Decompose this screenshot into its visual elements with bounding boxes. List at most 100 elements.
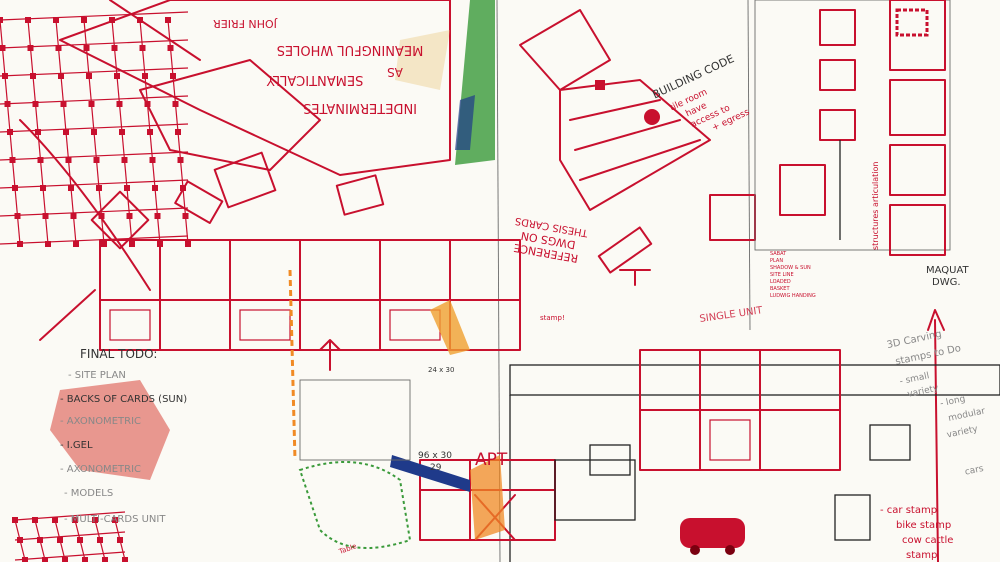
grid-dot	[116, 101, 123, 107]
grid-dot	[177, 157, 184, 163]
stamp-list-red: - car stamp bike stamp cow cattle stamp	[880, 505, 953, 561]
svg-text:bike stamp: bike stamp	[896, 520, 951, 531]
grid-dot	[2, 73, 8, 79]
grid-dot	[121, 157, 128, 163]
grid-dot	[72, 517, 78, 523]
svg-text:LOADED: LOADED	[770, 279, 791, 285]
grid-dot	[58, 73, 64, 79]
grid-line	[14, 551, 126, 561]
svg-text:cow cattle: cow cattle	[902, 535, 953, 546]
blue-marker-scribble	[455, 95, 475, 150]
grid-line	[0, 151, 189, 161]
grid-dot	[68, 185, 74, 191]
svg-text:SITE LINE: SITE LINE	[770, 272, 794, 278]
grid-dot	[45, 241, 51, 247]
grid-dot	[129, 241, 135, 247]
dimension-small: 24 x 30	[428, 366, 454, 374]
grid-dot	[0, 45, 6, 51]
grid-dot	[142, 73, 148, 79]
grid-dot	[62, 557, 68, 562]
svg-text:SHADOW & SUN: SHADOW & SUN	[770, 265, 811, 271]
single-unit-label: SINGLE UNIT	[699, 305, 764, 325]
svg-text:MEANINGFUL WHOLES: MEANINGFUL WHOLES	[277, 42, 424, 57]
grid-dot	[111, 45, 118, 51]
grid-dot	[42, 557, 48, 562]
grid-dot	[86, 73, 92, 79]
svg-text:cars: cars	[964, 464, 985, 478]
final-todo-list: FINAL TODO: - SITE PLAN - BACKS OF CARDS…	[60, 347, 187, 525]
grid-dot	[35, 129, 41, 135]
grid-dot	[9, 157, 16, 163]
grid-dot	[97, 537, 103, 543]
grid-dot	[63, 129, 69, 135]
building-code-sketch	[519, 9, 711, 274]
grid-dot	[70, 213, 77, 219]
svg-text:- AXONOMETRIC: - AXONOMETRIC	[60, 464, 141, 475]
grid-dot	[32, 101, 39, 107]
apt-label: APT	[475, 450, 508, 470]
author-label: JOHN FRIER	[213, 17, 278, 30]
grid-dot	[30, 73, 36, 79]
svg-text:- I.GEL: - I.GEL	[60, 440, 93, 451]
orange-marker-patch	[470, 455, 505, 540]
grid-dot	[7, 129, 13, 135]
grid-dot	[40, 185, 46, 191]
grid-dot	[77, 537, 83, 543]
todo-title: FINAL TODO:	[80, 347, 157, 361]
car-stamp	[680, 518, 745, 555]
blue-marker-stroke	[390, 455, 470, 492]
grid-dot	[172, 101, 179, 107]
svg-text:- small: - small	[899, 371, 931, 387]
grid-dot	[0, 17, 3, 23]
grid-dot	[73, 241, 79, 247]
grid-dot	[154, 213, 161, 219]
green-dotted-tree	[298, 461, 412, 549]
grid-dot	[114, 73, 120, 79]
grid-dot	[124, 185, 130, 191]
elevation-column-right	[754, 0, 951, 562]
svg-text:variety: variety	[946, 424, 979, 440]
svg-text:BASKET: BASKET	[770, 286, 790, 292]
grid-dot	[25, 17, 31, 23]
dimension-label: 96 x 30	[418, 451, 452, 461]
grid-dot	[55, 45, 62, 51]
grid-dot	[91, 129, 97, 135]
grid-dot	[88, 101, 95, 107]
grid-dot	[165, 17, 171, 23]
grid-dot	[57, 537, 63, 543]
orange-smudge	[395, 30, 450, 90]
grid-dot	[93, 157, 100, 163]
sketch-box	[709, 194, 756, 241]
svg-text:INDETERMINATES: INDETERMINATES	[303, 100, 417, 115]
grid-dot	[17, 241, 23, 247]
grid-dot	[83, 45, 90, 51]
svg-text:- MULTI-CARDS UNIT: - MULTI-CARDS UNIT	[64, 514, 166, 525]
grid-dot	[32, 517, 38, 523]
svg-text:SABAT: SABAT	[770, 251, 787, 257]
grid-dot	[37, 157, 44, 163]
grid-dot	[22, 557, 28, 562]
grid-dot	[81, 17, 87, 23]
grid-dot	[149, 157, 156, 163]
pencil-box	[299, 379, 411, 461]
dot-grid-top-left	[0, 11, 191, 247]
perspective-sketch-top	[19, 0, 451, 341]
grid-dot	[112, 517, 118, 523]
grid-dot	[170, 73, 176, 79]
svg-text:- long: - long	[939, 394, 966, 409]
dot-grid-bottom-left	[12, 511, 128, 562]
grid-dot	[92, 517, 98, 523]
grid-dot	[82, 557, 88, 562]
grid-line	[0, 67, 189, 77]
red-rubbing-patch	[50, 380, 170, 480]
grid-line	[14, 531, 126, 541]
grid-dot	[126, 213, 133, 219]
svg-text:PLAN: PLAN	[770, 258, 783, 264]
svg-text:- MODELS: - MODELS	[64, 488, 113, 499]
grid-dot	[102, 557, 108, 562]
reference-text: REFERENCE DWGS ON THESIS CARDS	[513, 215, 590, 265]
grid-dot	[101, 241, 107, 247]
grid-dot	[65, 157, 72, 163]
